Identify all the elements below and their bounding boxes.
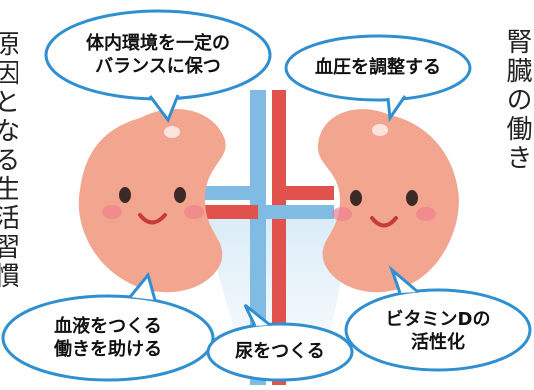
bubble-bottom-center: [206, 303, 354, 382]
right-kidney: [317, 109, 459, 293]
left-vertical-caption: 原因となる生活習慣: [0, 30, 18, 291]
kidney-function-title: 腎臓の働き: [502, 28, 532, 173]
bubble-bottom-right: [344, 265, 532, 372]
bubble-bottom-right-text: ビタミンDの 活性化: [348, 308, 528, 355]
right-cheek-2: [416, 207, 436, 221]
right-cheek-1: [332, 207, 352, 221]
bubble-text-line: ビタミンDの: [385, 309, 491, 330]
right-eye-2: [406, 190, 418, 206]
left-eye-2: [174, 187, 186, 203]
bubble-bottom-left: [1, 271, 215, 382]
artery-branch-left: [205, 205, 275, 219]
bubble-text-line: 血圧を調整する: [315, 57, 441, 78]
left-cheek-2: [184, 205, 204, 219]
left-smile: [138, 213, 167, 225]
vein-branch-left: [205, 186, 260, 200]
left-eye-1: [119, 187, 131, 203]
bubble-text-line: 働きを助ける: [54, 339, 162, 361]
bubble-text-line: 尿をつくる: [235, 341, 325, 362]
right-eye-1: [350, 190, 362, 206]
artery-branch-right: [272, 186, 334, 200]
bubble-top-left: [44, 9, 272, 124]
left-cheek-1: [102, 205, 122, 219]
right-smile: [370, 216, 398, 228]
left-kidney: [78, 109, 226, 293]
vein-branch-right: [258, 205, 334, 219]
bubble-bottom-left-text: 血液をつくる 働きを助ける: [10, 315, 206, 362]
bubble-text-line: 血液をつくる: [54, 316, 162, 337]
bubble-text-line: 活性化: [411, 332, 465, 354]
bubble-text-line: 体内環境を一定の: [86, 33, 230, 54]
bubble-bottom-center-text: 尿をつくる: [210, 340, 350, 363]
bubble-top-right-text: 血圧を調整する: [290, 56, 466, 79]
artery-vessel: [272, 90, 286, 385]
bubble-top-right: [284, 34, 472, 123]
bubble-text-line: バランスに保つ: [95, 56, 221, 78]
bubble-top-left-text: 体内環境を一定の バランスに保つ: [48, 32, 268, 79]
